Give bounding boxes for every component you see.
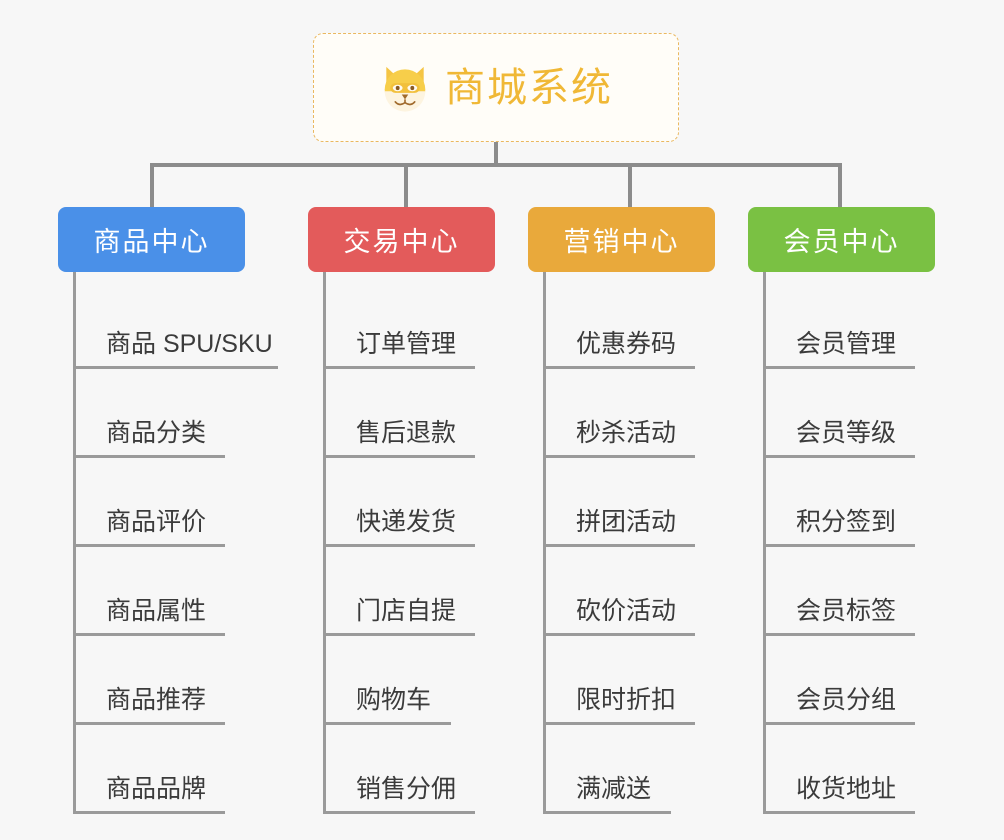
leaf-label: 商品评价 [106,508,207,536]
list-item[interactable]: 商品分类 [58,369,245,458]
list-item[interactable]: 门店自提 [308,547,495,636]
list-item[interactable]: 砍价活动 [528,547,715,636]
leaf-underline [323,722,451,725]
connector-drop-3 [628,163,632,207]
branch-column-1: 商品中心 商品 SPU/SKU 商品分类 商品评价 商品属性 商品推荐 [58,207,278,814]
leaf-label: 门店自提 [356,597,457,625]
list-item[interactable]: 会员标签 [748,547,935,636]
leaf-label: 售后退款 [356,419,457,447]
leaf-underline [763,544,915,547]
leaf-underline [543,544,695,547]
leaf-underline [73,455,225,458]
branch-column-2: 交易中心 订单管理 售后退款 快递发货 门店自提 购物车 [308,207,495,814]
leaf-label: 积分签到 [796,508,897,536]
list-item[interactable]: 会员分组 [748,636,935,725]
leaf-underline [323,455,475,458]
shiba-inu-dog-face-icon [379,62,431,114]
leaf-underline [763,366,915,369]
list-item[interactable]: 商品品牌 [58,725,245,814]
leaf-underline [763,633,915,636]
connector-drop-1 [150,163,154,207]
leaf-label: 满减送 [576,775,652,803]
list-item[interactable]: 销售分佣 [308,725,495,814]
leaf-label: 会员等级 [796,419,897,447]
list-item[interactable]: 商品评价 [58,458,245,547]
connector-horizontal-bus [150,163,840,167]
list-item[interactable]: 满减送 [528,725,715,814]
leaf-underline [323,366,475,369]
leaf-label: 会员分组 [796,686,897,714]
list-item[interactable]: 商品 SPU/SKU [58,280,278,369]
leaf-label: 销售分佣 [356,775,457,803]
branch-header-2[interactable]: 交易中心 [308,207,495,272]
leaf-underline [543,455,695,458]
leaf-label: 购物车 [356,686,432,714]
connector-drop-4 [838,163,842,207]
list-item[interactable]: 优惠券码 [528,280,715,369]
leaf-underline [73,544,225,547]
leaf-underline [543,811,671,814]
leaf-label: 优惠券码 [576,330,677,358]
list-item[interactable]: 积分签到 [748,458,935,547]
leaf-underline [763,811,915,814]
list-item[interactable]: 商品属性 [58,547,245,636]
leaf-label: 会员管理 [796,330,897,358]
branch-spine-2 [323,272,326,813]
leaf-label: 限时折扣 [576,686,677,714]
leaf-underline [73,722,225,725]
list-item[interactable]: 拼团活动 [528,458,715,547]
leaf-label: 秒杀活动 [576,419,677,447]
leaf-label: 商品推荐 [106,686,207,714]
branch-header-3[interactable]: 营销中心 [528,207,715,272]
leaf-underline [323,544,475,547]
root-title: 商城系统 [445,65,613,110]
leaf-underline [763,455,915,458]
leaf-label: 订单管理 [356,330,457,358]
connector-root-stem [494,142,498,165]
leaf-label: 会员标签 [796,597,897,625]
list-item[interactable]: 订单管理 [308,280,495,369]
list-item[interactable]: 快递发货 [308,458,495,547]
leaf-label: 商品分类 [106,419,207,447]
connector-drop-2 [404,163,408,207]
leaf-label: 商品属性 [106,597,207,625]
leaf-underline [323,633,475,636]
list-item[interactable]: 商品推荐 [58,636,245,725]
branch-column-4: 会员中心 会员管理 会员等级 积分签到 会员标签 会员分组 [748,207,935,814]
root-node[interactable]: 商城系统 [313,33,679,142]
leaf-label: 砍价活动 [576,597,677,625]
list-item[interactable]: 会员等级 [748,369,935,458]
branch-items-2: 订单管理 售后退款 快递发货 门店自提 购物车 销售分佣 [308,272,495,814]
leaf-underline [763,722,915,725]
list-item[interactable]: 限时折扣 [528,636,715,725]
list-item[interactable]: 售后退款 [308,369,495,458]
leaf-label: 拼团活动 [576,508,677,536]
branch-spine-1 [73,272,76,813]
branch-items-3: 优惠券码 秒杀活动 拼团活动 砍价活动 限时折扣 满减送 [528,272,715,814]
list-item[interactable]: 收货地址 [748,725,935,814]
branch-column-3: 营销中心 优惠券码 秒杀活动 拼团活动 砍价活动 限时折扣 [528,207,715,814]
leaf-underline [543,633,695,636]
leaf-label: 快递发货 [356,508,457,536]
branch-items-1: 商品 SPU/SKU 商品分类 商品评价 商品属性 商品推荐 商品品牌 [58,272,278,814]
leaf-label: 商品品牌 [106,775,207,803]
list-item[interactable]: 秒杀活动 [528,369,715,458]
list-item[interactable]: 购物车 [308,636,495,725]
branch-header-4[interactable]: 会员中心 [748,207,935,272]
leaf-underline [543,722,695,725]
leaf-underline [73,811,225,814]
branch-spine-3 [543,272,546,813]
leaf-underline [73,633,225,636]
leaf-underline [73,366,278,369]
leaf-label: 商品 SPU/SKU [106,330,273,358]
list-item[interactable]: 会员管理 [748,280,935,369]
branch-header-1[interactable]: 商品中心 [58,207,245,272]
leaf-underline [323,811,475,814]
leaf-underline [543,366,695,369]
leaf-label: 收货地址 [796,775,897,803]
branch-spine-4 [763,272,766,813]
branch-items-4: 会员管理 会员等级 积分签到 会员标签 会员分组 收货地址 [748,272,935,814]
